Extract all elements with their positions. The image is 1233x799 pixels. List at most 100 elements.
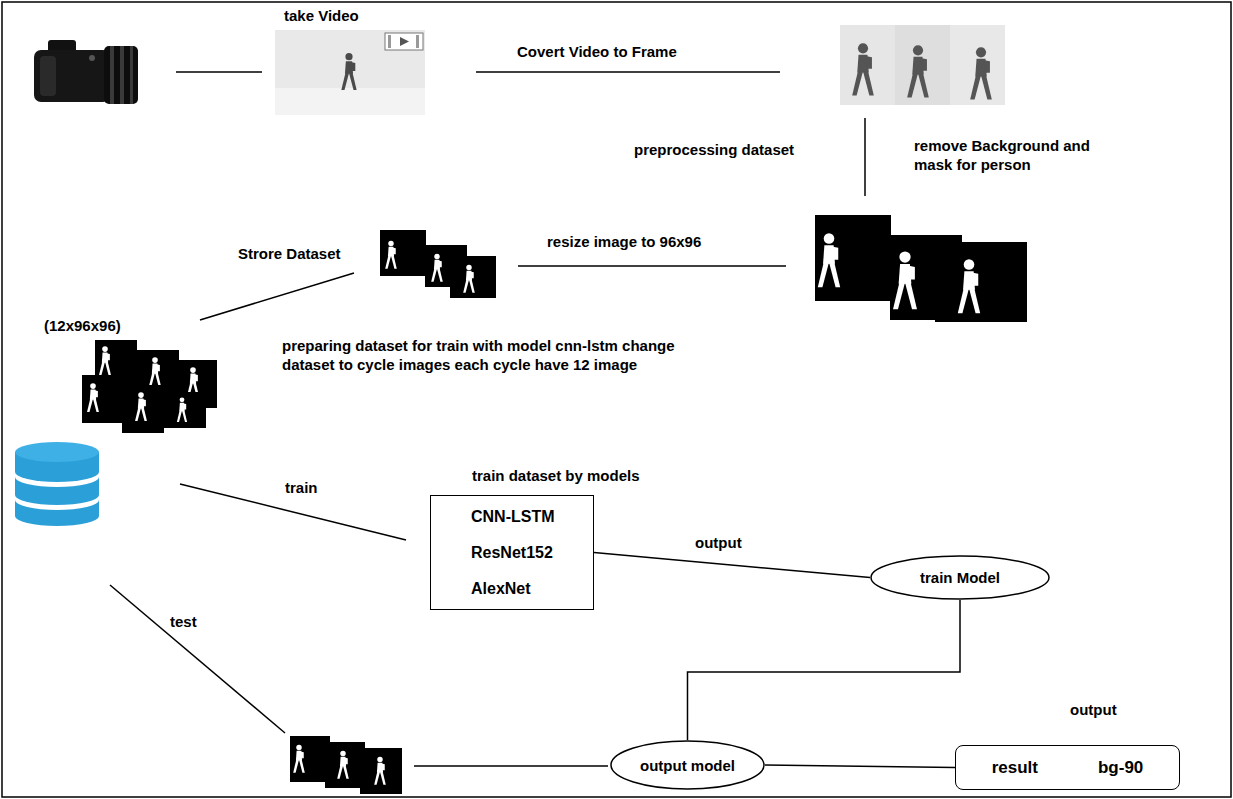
resized-images [380, 230, 496, 298]
cycle-images [177, 397, 187, 422]
mask-images [818, 233, 840, 287]
video-thumbnail [275, 88, 425, 115]
node-text: CNN-LSTM [471, 508, 555, 526]
node-text-group: train Model [920, 569, 1000, 586]
node-text: train Model [920, 569, 1000, 586]
annotation-label: Covert Video to Frame [515, 42, 679, 63]
video-frames [907, 45, 929, 97]
video-thumbnail [416, 35, 419, 48]
test-images [337, 751, 349, 779]
video-frames [852, 43, 874, 95]
test-images [374, 757, 386, 785]
video-thumbnail [341, 53, 356, 90]
cycle-images [135, 392, 147, 421]
node-text: bg-90 [1098, 758, 1143, 778]
model-list-box: CNN-LSTM ResNet152AlexNet [430, 495, 594, 610]
annotation-label: preprocessing dataset [632, 140, 796, 161]
camera-icon [120, 46, 124, 104]
test-images [360, 748, 402, 794]
test-images [325, 742, 365, 788]
annotation-label: remove Background and mask for person [912, 136, 1116, 176]
cycle-images [99, 346, 111, 375]
resized-images [380, 230, 426, 276]
annotation-label: train [283, 478, 320, 499]
resized-images [463, 265, 475, 293]
camera-icon [89, 55, 95, 61]
cycle-images [149, 357, 161, 386]
mask-images [935, 242, 1027, 322]
camera-icon [104, 46, 138, 104]
annotation-label: Strore Dataset [236, 244, 343, 265]
test-images [293, 745, 305, 773]
node-text: result [992, 758, 1038, 778]
camera-icon [34, 40, 138, 104]
mask-images [958, 259, 980, 313]
connector-line [765, 765, 955, 768]
cycle-images [122, 385, 164, 433]
flow-line [176, 71, 262, 73]
video-frames [950, 25, 1005, 105]
ellipse-outline [871, 556, 1049, 599]
video-frames [895, 25, 950, 105]
resized-images [385, 241, 397, 269]
node-text: ResNet152 [471, 544, 553, 562]
flow-line [518, 265, 786, 267]
cycle-images [82, 340, 217, 433]
cycle-images [187, 367, 199, 396]
video-thumbnail [385, 33, 423, 50]
mask-images [893, 251, 917, 309]
test-images [290, 736, 330, 782]
video-frames [970, 47, 992, 99]
result-box: result bg-90 [955, 745, 1180, 790]
node-text-group: result bg-90 [992, 758, 1144, 778]
flow-line [414, 765, 608, 767]
test-images [290, 736, 402, 794]
node-text: AlexNet [471, 580, 531, 598]
video-thumbnail [275, 30, 425, 115]
model-ellipse: output model [610, 740, 765, 790]
camera-icon [40, 56, 56, 96]
annotation-label: resize image to 96x96 [545, 232, 703, 253]
video-thumbnail [400, 37, 409, 46]
video-frames [840, 25, 1005, 105]
flow-line [200, 273, 354, 320]
database-icon [15, 442, 99, 462]
camera-icon [34, 50, 110, 102]
cycle-images [162, 392, 206, 428]
node-text-group: CNN-LSTM ResNet152AlexNet [471, 508, 555, 598]
ellipse-outline [611, 741, 764, 789]
annotation-label: preparing dataset for train with model c… [280, 336, 704, 376]
video-thumbnail [388, 35, 391, 48]
cycle-images [87, 383, 99, 412]
database-icon [15, 500, 99, 526]
video-frames [840, 25, 895, 105]
cycle-images [82, 375, 124, 423]
edge-label: output [692, 533, 745, 552]
resized-images [450, 256, 496, 298]
annotation-label: output [1068, 700, 1119, 721]
connector-line [688, 600, 961, 740]
mask-images [815, 215, 891, 301]
video-thumbnail [275, 30, 425, 115]
annotation-label: (12x96x96) [42, 316, 123, 337]
mask-images [815, 215, 1027, 322]
node-text-group: output model [640, 757, 735, 774]
connector-line [594, 553, 870, 578]
annotation-label: train dataset by models [470, 466, 642, 487]
resized-images [431, 254, 443, 282]
flow-line [110, 585, 285, 733]
camera-icon [130, 46, 133, 104]
model-ellipse: train Model [870, 555, 1050, 600]
node-text: output model [640, 757, 735, 774]
database-icon [15, 477, 99, 505]
database-icon [15, 442, 99, 526]
annotation-label: take Video [282, 6, 361, 27]
annotation-label: test [168, 612, 199, 633]
flow-line [864, 118, 866, 196]
camera-icon [110, 46, 114, 104]
flow-line [476, 71, 780, 73]
